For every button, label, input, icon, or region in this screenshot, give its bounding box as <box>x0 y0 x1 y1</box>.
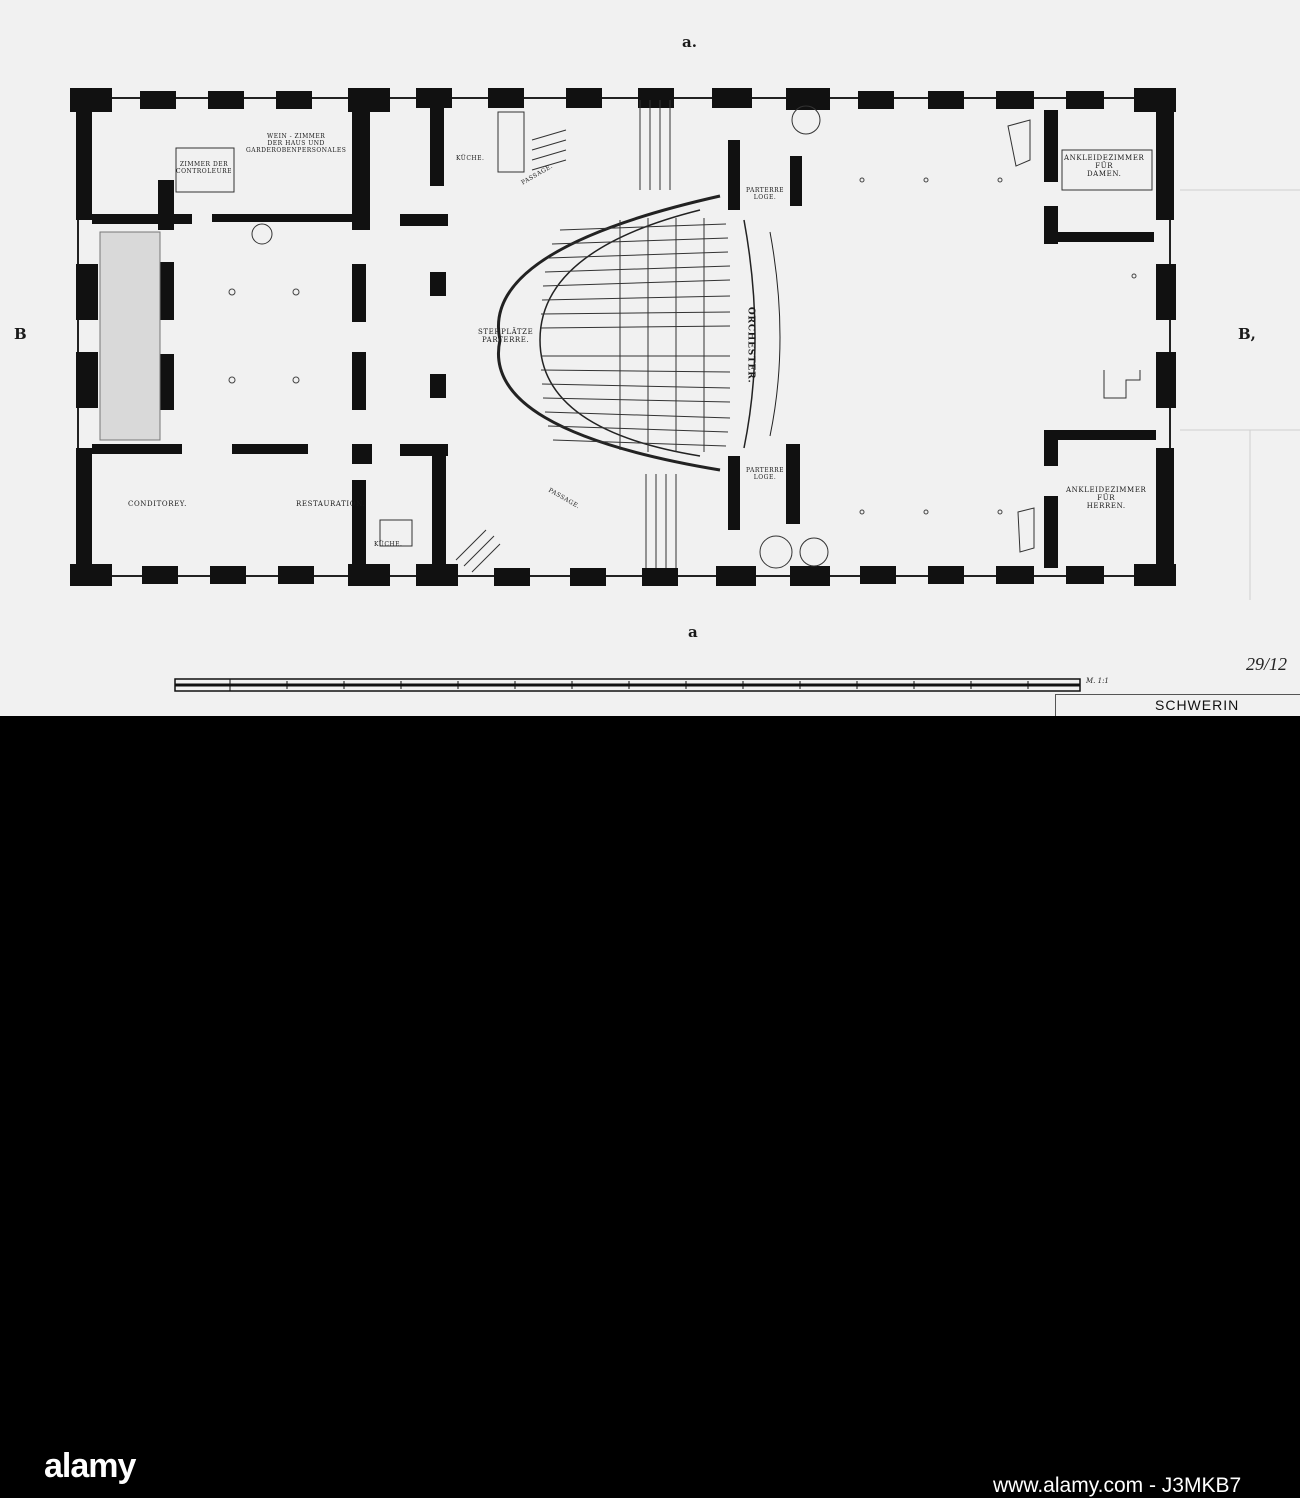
side-walls <box>76 110 1176 568</box>
room-label-kitchen-top: KÜCHE. <box>456 155 485 162</box>
bottom-wall-piers <box>70 564 1176 586</box>
vestibule-stipple <box>99 231 161 441</box>
seating-aisles <box>619 218 705 452</box>
stairs <box>251 100 1141 573</box>
stock-id: www.alamy.com - J3MKB7 <box>993 1474 1242 1497</box>
interior-walls <box>92 100 1156 572</box>
room-label-wait-room: WEIN - ZIMMER DER HAUS UND GARDEROBENPER… <box>246 133 347 154</box>
scale-bar <box>174 678 1081 692</box>
fixtures <box>175 111 1153 547</box>
scale-unit-label: M. 1:1 <box>1086 677 1109 685</box>
top-wall-piers <box>70 88 1176 112</box>
sheet-number: 29/12 <box>1246 654 1288 674</box>
room-label-controller-room: ZIMMER DER CONTROLEURE <box>176 161 233 175</box>
room-label-gents-dressing: ANKLEIDEZIMMER FÜR HERREN. <box>1066 486 1147 511</box>
room-label-restaurant: RESTAURATION. <box>296 500 366 508</box>
room-label-standing-parterre: STEHPLÄTZE PARTERRE. <box>478 328 534 345</box>
room-label-orchestra: ORCHESTER. <box>745 306 756 384</box>
room-label-parterre-box-bottom: PARTERRE LOGE. <box>746 467 785 481</box>
room-label-parterre-box-top: PARTERRE LOGE. <box>746 187 785 201</box>
axis-label-right: B, <box>1238 325 1256 343</box>
stock-logo: alamy <box>44 1447 136 1485</box>
axis-label-bottom: a <box>688 623 698 641</box>
room-label-ladies-dressing: ANKLEIDEZIMMER FÜR DAMEN. <box>1064 154 1145 179</box>
city-label: SCHWERIN <box>1155 697 1240 713</box>
auditorium <box>497 194 781 472</box>
room-label-confectionery: CONDITOREY. <box>128 500 187 508</box>
floor-plan-drawing <box>70 88 1300 692</box>
outer-walls <box>77 97 1171 577</box>
floor-plan-sheet: a. a B B, WEIN - ZIMMER DER HAUS UND GAR… <box>0 0 1300 716</box>
axis-label-left: B <box>14 325 27 343</box>
stock-watermark-bar: alamy www.alamy.com - J3MKB7 <box>0 716 1300 1497</box>
column-dots <box>228 177 1137 515</box>
axis-label-top: a. <box>682 33 697 51</box>
room-label-kitchen-bottom: KÜCHE. <box>374 541 403 548</box>
seating-rows <box>540 223 731 447</box>
title-block <box>1055 694 1300 716</box>
